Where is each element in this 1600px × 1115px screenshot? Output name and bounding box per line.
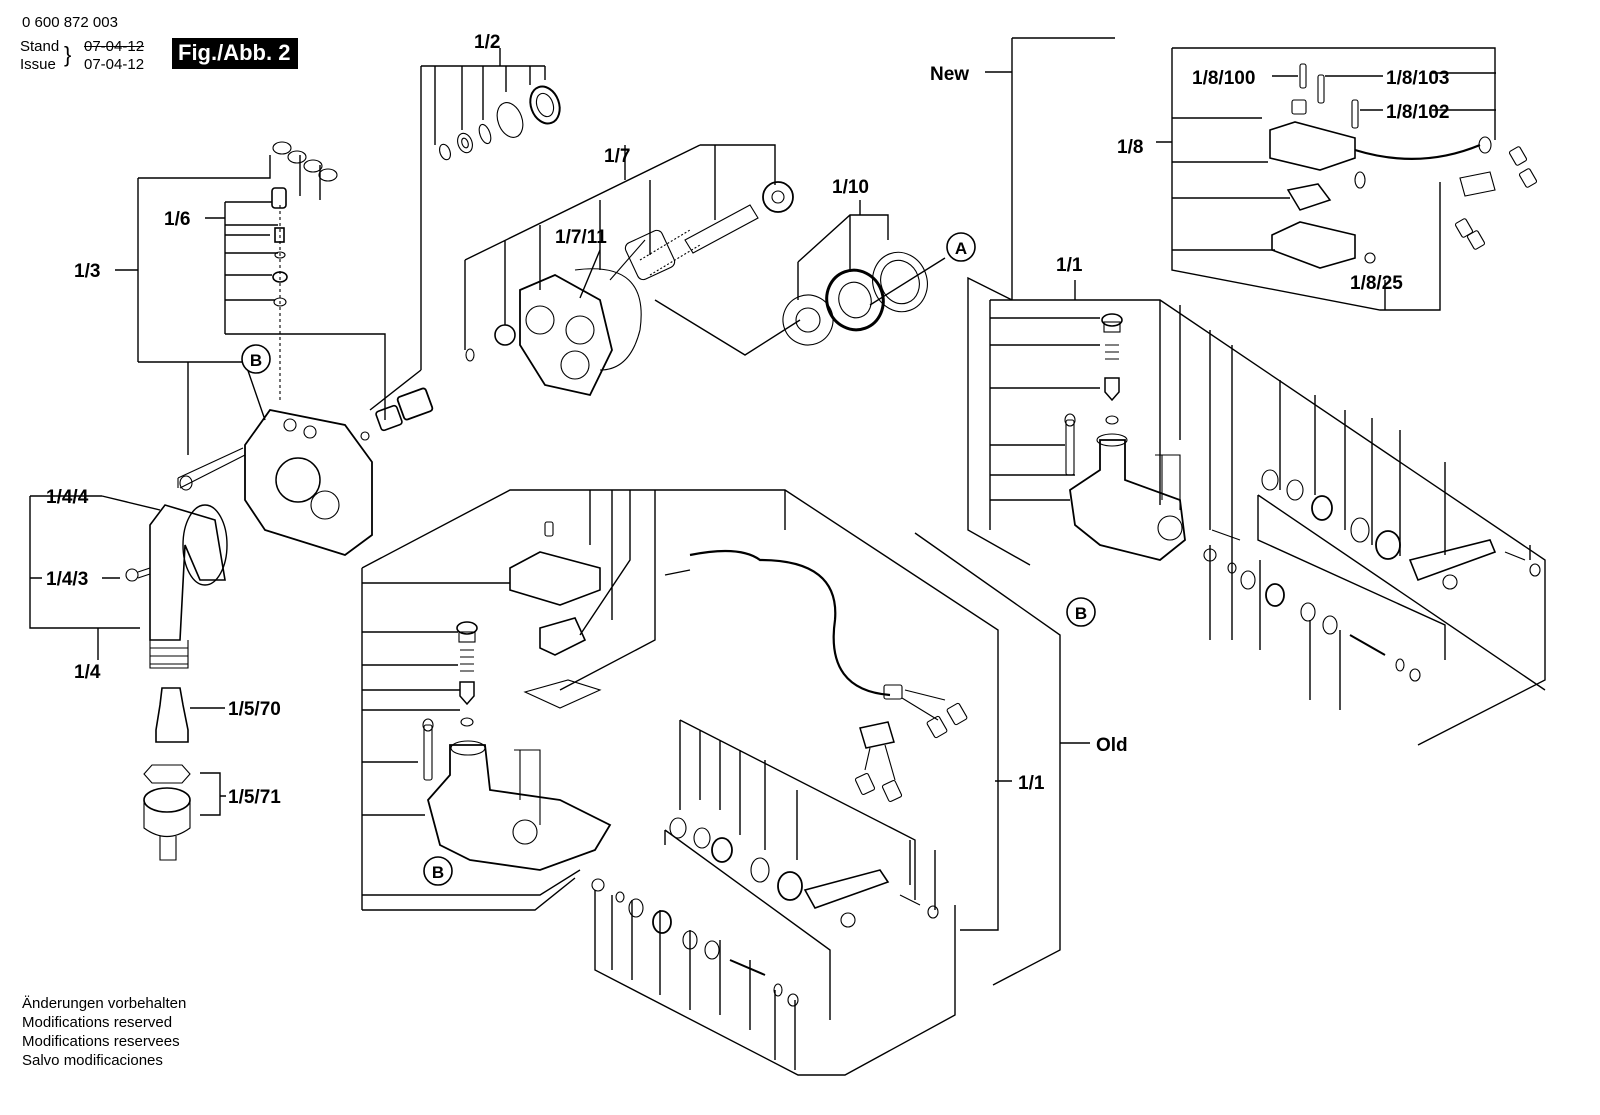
issue-date: 07-04-12 [84,56,145,73]
label-1-8: 1/8 [1117,137,1143,158]
leader-lines [29,37,1546,1076]
callout-b1-text: B [250,351,262,370]
callout-b3-text: B [1075,604,1087,623]
stand-label: Stand [20,38,60,55]
brace-icon: } [64,42,72,67]
label-1-4: 1/4 [74,662,101,683]
label-connectors [1272,72,1496,111]
note-de: Änderungen vorbehalten [22,995,187,1012]
callout-b2-text: B [432,863,444,882]
label-1-5-70: 1/5/70 [228,699,281,720]
part-number: 0 600 872 003 [22,14,118,31]
stand-date: 07-04-12 [84,38,145,55]
note-fr: Modifications reservees [22,1033,180,1050]
label-1-10: 1/10 [832,177,869,198]
label-1-4-3: 1/4/3 [46,569,88,590]
label-1-3: 1/3 [74,261,100,282]
label-1-7-11: 1/7/11 [555,227,607,248]
callout-b-new: B [1066,597,1096,627]
callout-a: A [946,232,976,262]
note-en: Modifications reserved [22,1014,173,1031]
parts [125,63,1541,1007]
label-new: New [930,64,969,85]
label-1-8-100: 1/8/100 [1192,68,1255,89]
callout-a-text: A [955,239,967,258]
callout-b-pump: B [241,344,271,374]
note-es: Salvo modificaciones [22,1052,163,1069]
callout-b-old: B [423,856,453,886]
label-1-8-103: 1/8/103 [1386,68,1449,89]
label-1-4-4: 1/4/4 [46,487,89,508]
label-1-8-25: 1/8/25 [1350,273,1403,294]
part-labels: 1/2 1/3 1/6 1/7 1/7/11 1/10 1/4/4 1/4/3 … [46,32,1449,808]
callouts: A B B B [241,232,1096,886]
label-old: Old [1096,735,1128,756]
label-1-6: 1/6 [164,209,190,230]
issue-label: Issue [20,56,56,73]
label-1-2: 1/2 [474,32,500,53]
label-1-8-102: 1/8/102 [1386,102,1449,123]
modifications-notes: Änderungen vorbehalten Modifications res… [22,994,186,1070]
figure-tag: Fig./Abb. 2 [172,38,299,69]
label-1-5-71: 1/5/71 [228,787,281,808]
label-1-7: 1/7 [604,146,630,167]
label-1-1-new: 1/1 [1056,255,1083,276]
label-1-1-old: 1/1 [1018,773,1045,794]
